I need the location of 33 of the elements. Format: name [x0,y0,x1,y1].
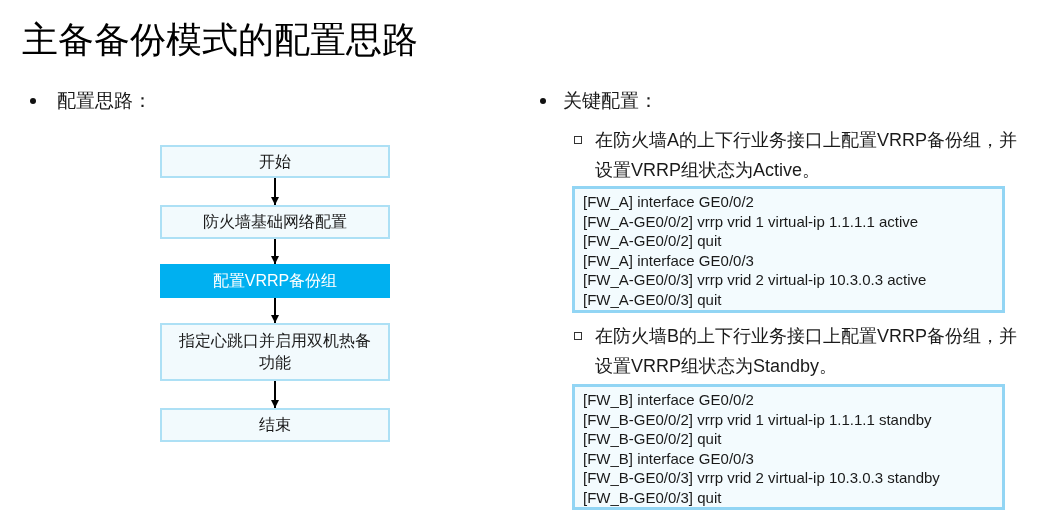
step-label: 配置VRRP备份组 [212,271,338,291]
code-line: [FW_B-GE0/0/2] vrrp vrid 1 virtual-ip 1.1.1.1 standby [583,409,932,429]
code-line: [FW_B] interface GE0/0/3 [583,448,754,468]
step-label: 结束 [259,415,291,435]
code-line: [FW_A-GE0/0/2] vrrp vrid 1 virtual-ip 1.1.1.1 active [583,211,919,231]
process-box [160,323,390,381]
code-block [572,384,1005,510]
code-line: [FW_B-GE0/0/2] quit [583,429,722,449]
arrow [271,238,279,265]
arrow [271,177,279,206]
code-line: [FW_A-GE0/0/2] quit [583,231,722,251]
code-block [572,186,1005,313]
step-label: 指定心跳口并启用双机热备功能 [178,331,372,373]
code-line: [FW_B-GE0/0/3] quit [583,487,722,507]
process-box [160,408,390,442]
bullet-text: 在防火墙B的上下行业务接口上配置VRRP备份组，并设置VRRP组状态为Standby。 [595,325,1018,378]
arrow [271,297,279,324]
code-line: [FW_B-GE0/0/3] vrrp vrid 2 virtual-ip 10.3.0.3 standby [583,468,940,488]
code-line: [FW_A-GE0/0/3] quit [583,289,722,309]
process-box [160,205,390,239]
code-line: [FW_A] interface GE0/0/2 [583,192,754,212]
process-box [160,145,390,178]
step-label: 开始 [259,151,291,172]
slide-title: 主备备份模式的配置思路 [22,18,418,62]
step-label: 防火墙基础网络配置 [203,212,347,232]
highlighted-process-box [160,264,390,298]
code-line: [FW_A] interface GE0/0/3 [583,250,754,270]
section-heading: 关键配置： [563,89,658,113]
bullet-text: 在防火墙A的上下行业务接口上配置VRRP备份组，并设置VRRP组状态为Active。 [595,129,1018,182]
code-line: [FW_B] interface GE0/0/2 [583,390,754,410]
code-line: [FW_A-GE0/0/3] vrrp vrid 2 virtual-ip 10.3.0.3 active [583,270,927,290]
section-heading: 配置思路： [57,89,152,113]
arrow [271,380,279,409]
